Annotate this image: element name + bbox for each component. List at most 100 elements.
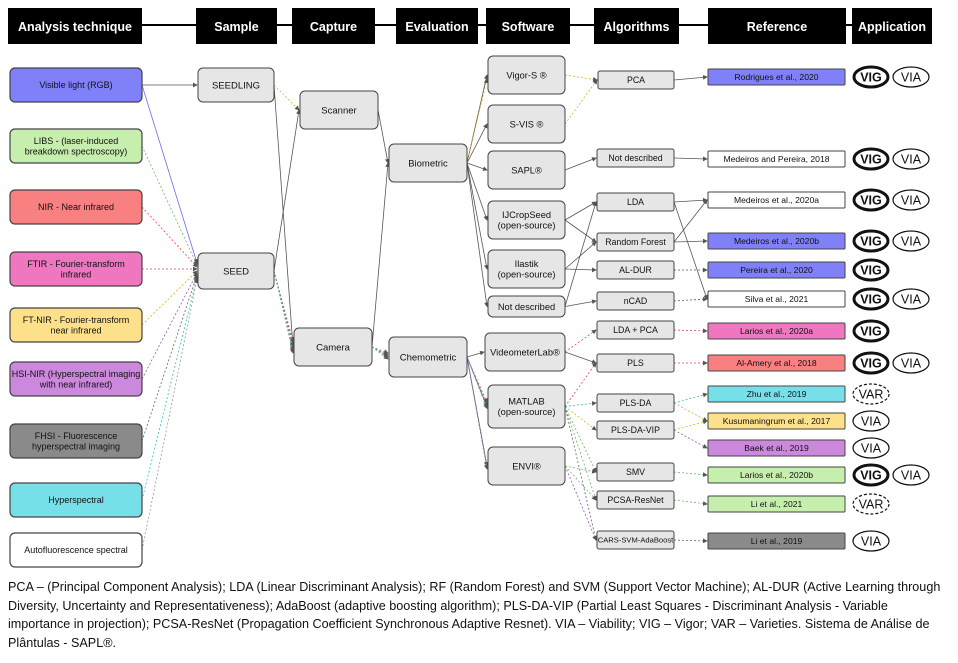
reference-kus: Kusumaningrum et al., 2017 bbox=[707, 412, 846, 430]
edge-biometric-swnd bbox=[466, 162, 489, 308]
reference-mp: Medeiros and Pereira, 2018 bbox=[707, 150, 846, 168]
technique-nir: NIR - Near infrared bbox=[9, 189, 143, 225]
edge-vigors-pca bbox=[564, 74, 598, 82]
reference-m20a: Medeiros et al., 2020a bbox=[707, 191, 846, 209]
technique-rgb-label: Visible light (RGB) bbox=[39, 80, 112, 90]
edge-matlab-pcsa bbox=[564, 406, 598, 501]
sample-seed-label: SEED bbox=[223, 266, 249, 277]
algorithm-cars-label: CARS-SVM-AdaBoost bbox=[598, 536, 674, 545]
edge-camera-biometric bbox=[371, 162, 391, 348]
algorithm-algnd-label: Not described bbox=[608, 153, 662, 163]
edge-biometric-ilastik bbox=[466, 162, 489, 270]
algorithm-rf: Random Forest bbox=[596, 232, 675, 252]
edge-matlab-plsdavip bbox=[564, 406, 597, 431]
header-evaluation: Evaluation bbox=[396, 8, 478, 44]
badge-via-shape bbox=[892, 148, 930, 170]
edge-camera-chemometric-hyper bbox=[371, 346, 389, 360]
reference-m20b: Medeiros et al., 2020b bbox=[707, 232, 846, 250]
header-sample-label: Sample bbox=[214, 20, 259, 34]
badge-var-shape bbox=[852, 383, 890, 405]
badge-via-shape bbox=[852, 530, 890, 552]
badge-via-shape bbox=[892, 288, 930, 310]
edge-auto-seed bbox=[141, 278, 199, 551]
edge-pca-rod bbox=[673, 74, 708, 81]
badge-via: VIA bbox=[901, 293, 922, 307]
algorithm-ncad: nCAD bbox=[596, 291, 675, 311]
edge-camera-chemometric-ftir bbox=[371, 346, 389, 358]
edge-sapl-algnd bbox=[564, 157, 597, 171]
reference-kus-label: Kusumaningrum et al., 2017 bbox=[723, 416, 831, 426]
reference-li19-label: Li et al., 2019 bbox=[751, 536, 803, 546]
evaluation-chemometric: Chemometric bbox=[388, 336, 468, 378]
edge-camera-chemometric-libs bbox=[371, 346, 389, 354]
edge-hsinir-seed bbox=[141, 272, 198, 380]
edge-fhsi-seed bbox=[141, 274, 199, 442]
badge-vig-shape bbox=[852, 351, 890, 375]
badge-via-shape bbox=[892, 230, 930, 252]
sample-seed: SEED bbox=[197, 252, 275, 290]
badge-via: VIA bbox=[901, 71, 922, 85]
badge-via: VIA bbox=[901, 153, 922, 167]
edge-pcsa-li21 bbox=[673, 499, 708, 506]
badge-vig-shape bbox=[852, 463, 890, 487]
edge-lda-silva bbox=[673, 201, 708, 300]
software-ilastik: Ilastik(open-source) bbox=[487, 249, 566, 289]
reference-rod: Rodrigues et al., 2020 bbox=[707, 68, 846, 86]
edge-ijcrop-rf bbox=[564, 219, 597, 243]
edge-videometer-ldapca bbox=[564, 329, 597, 353]
edge-lda-m20a bbox=[673, 197, 708, 203]
reference-baek-label: Baek et al., 2019 bbox=[744, 443, 809, 453]
reference-l20a: Larios et al., 2020a bbox=[707, 322, 846, 340]
edge-matlab-plsda bbox=[564, 401, 597, 407]
algorithm-ncad-label: nCAD bbox=[624, 296, 647, 306]
badge-vig-shape bbox=[852, 229, 890, 253]
software-ilastik-label-line-1: Ilastik bbox=[515, 259, 539, 269]
reference-li19: Li et al., 2019 bbox=[707, 532, 846, 550]
technique-ftir-label-line-1: FTIR - Fourier-transform bbox=[27, 259, 125, 269]
reference-zhu: Zhu et al., 2019 bbox=[707, 385, 846, 403]
technique-ftnir-label-line-1: FT-NIR - Fourier-transform bbox=[23, 315, 130, 325]
software-svis: S-VIS ® bbox=[487, 104, 566, 144]
edge-scanner-biometric bbox=[377, 109, 390, 164]
badge-via: VIA bbox=[901, 194, 922, 208]
software-vigors: Vigor-S ® bbox=[487, 55, 566, 95]
application-badges-per: VIG bbox=[852, 258, 890, 282]
algorithm-lda: LDA bbox=[596, 192, 675, 212]
software-matlab-label-line-1: MATLAB bbox=[508, 396, 545, 406]
reference-li21: Li et al., 2021 bbox=[707, 495, 846, 513]
edge-swnd-lda bbox=[564, 201, 598, 307]
reference-m20a-label: Medeiros et al., 2020a bbox=[734, 195, 819, 205]
evaluation-biometric: Biometric bbox=[388, 143, 468, 183]
evaluation-chemometric-label: Chemometric bbox=[400, 352, 457, 363]
edge-cars-li19 bbox=[673, 538, 708, 544]
software-vigors-label: Vigor-S ® bbox=[506, 70, 546, 80]
badge-var: VAR bbox=[859, 498, 884, 512]
technique-hsinir-label-line-1: HSI-NIR (Hyperspectral imaging bbox=[12, 369, 141, 379]
header-application-label: Application bbox=[858, 20, 926, 34]
algorithm-pcsa: PCSA-ResNet bbox=[596, 490, 675, 510]
header-sample: Sample bbox=[196, 8, 277, 44]
badge-via-shape bbox=[892, 464, 930, 486]
header-capture: Capture bbox=[292, 8, 375, 44]
badge-vig: VIG bbox=[860, 153, 882, 167]
reference-baek: Baek et al., 2019 bbox=[707, 439, 846, 457]
edge-ncad-silva bbox=[673, 296, 708, 302]
edge-videometer-pls bbox=[564, 351, 597, 364]
badge-vig-shape bbox=[852, 258, 890, 282]
edge-swnd-ncad bbox=[564, 299, 597, 307]
header-algorithms: Algorithms bbox=[594, 8, 679, 44]
algorithm-pls: PLS bbox=[596, 353, 675, 373]
badge-vig: VIG bbox=[860, 357, 882, 371]
technique-ftnir-label-line-2: near infrared bbox=[50, 325, 101, 335]
software-videometer-label: VideometerLab® bbox=[490, 347, 560, 357]
application-badges-mp: VIG VIA bbox=[852, 147, 930, 171]
